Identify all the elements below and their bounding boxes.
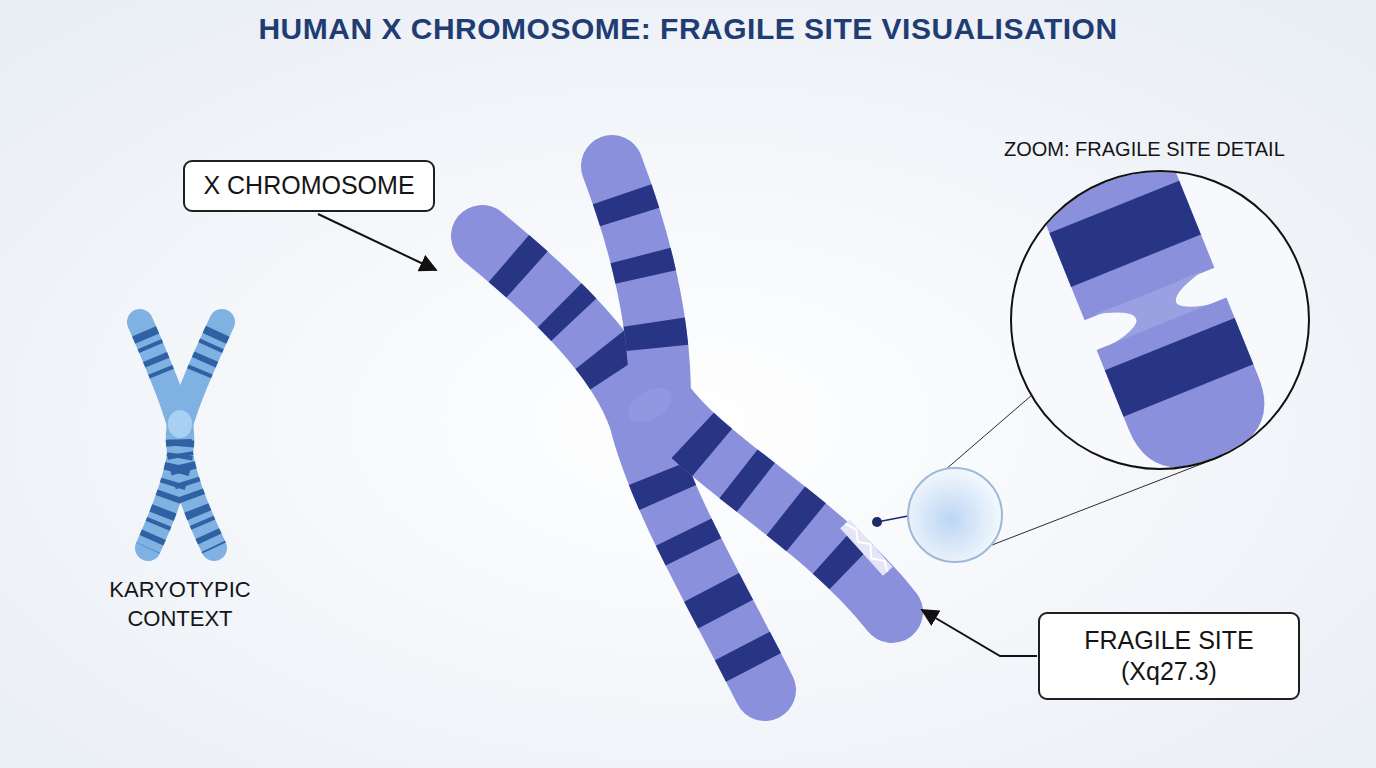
leader-arrow xyxy=(318,214,436,270)
callout-box: X CHROMOSOME xyxy=(183,160,435,212)
diagram-title: HUMAN X CHROMOSOME: FRAGILE SITE VISUALI… xyxy=(0,12,1376,46)
callout-text: X CHROMOSOME xyxy=(203,170,414,201)
zoom-detail xyxy=(1011,108,1309,485)
small-chromosome xyxy=(140,322,222,548)
caption-label: KARYOTYPIC CONTEXT xyxy=(95,576,265,633)
callout-box: FRAGILE SITE (Xq27.3) xyxy=(1038,612,1300,700)
x-chromosome-figure xyxy=(482,166,893,690)
leader-arrow xyxy=(922,610,1037,656)
caption-label: ZOOM: FRAGILE SITE DETAIL xyxy=(1004,136,1285,162)
callout-text: FRAGILE SITE (Xq27.3) xyxy=(1058,625,1280,688)
fragile-site-break xyxy=(840,520,892,576)
